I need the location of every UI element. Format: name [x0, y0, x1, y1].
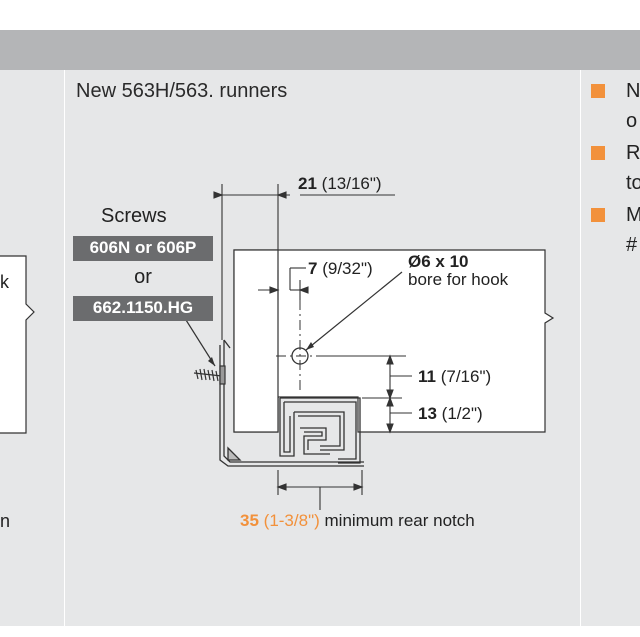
dimension-21: [213, 184, 395, 340]
rear-bracket: [219, 339, 364, 467]
dimension-imperial: (1-3/8"): [263, 511, 320, 530]
screws-label: Screws: [101, 205, 167, 227]
left-fragment-text: k: [0, 272, 9, 292]
bore-label: Ø6 x 10: [408, 252, 469, 271]
leader-line: [305, 271, 403, 351]
screw-option-2: 662.1150.HG: [92, 298, 194, 317]
dimension-13-label: 13 (1/2"): [418, 404, 483, 424]
column-divider: [64, 70, 65, 626]
dimension-13: [362, 396, 412, 434]
bullet-text: #: [626, 234, 638, 256]
dimension-7-label: 7 (9/32"): [308, 259, 373, 279]
arrow-head: [306, 342, 314, 350]
bullet-icon: [591, 146, 605, 160]
dimension-imperial: (1/2"): [441, 404, 483, 423]
left-panel-fragment: [0, 255, 35, 434]
dimension-21-label: 21 (13/16"): [298, 174, 382, 194]
dimension-description: minimum rear notch: [324, 511, 475, 530]
drawer-side-panel: [233, 249, 555, 433]
screw-icon: [193, 365, 226, 385]
screw-label-box: [73, 236, 213, 261]
bullet-text: M: [626, 204, 640, 226]
bore-sublabel: bore for hook: [408, 270, 509, 289]
leader-line: [185, 319, 216, 367]
table-header-band: [0, 30, 640, 70]
bottom-strip: [0, 626, 640, 637]
bullet-text: R: [626, 142, 640, 164]
screw-option-1: 606N or 606P: [89, 238, 197, 257]
bullet-icon: [591, 84, 605, 98]
dimension-35-label: 35 (1-3/8") minimum rear notch: [240, 511, 475, 531]
runner-profile: [279, 397, 361, 464]
dimension-value: 11: [418, 367, 436, 386]
column-divider: [580, 70, 581, 626]
bullet-text: to: [626, 172, 640, 194]
dimension-value: 21: [298, 174, 317, 193]
dimension-7: [258, 267, 309, 300]
right-column: [581, 70, 640, 626]
arrow-head: [208, 357, 215, 366]
dimension-imperial: (7/16"): [440, 367, 492, 386]
bullet-text: o: [626, 110, 638, 132]
bullet-icon: [591, 208, 605, 222]
dimension-value: 13: [418, 404, 437, 423]
dimension-35: [276, 470, 364, 510]
or-label: or: [134, 266, 152, 288]
dimension-11-label: 11 (7/16"): [418, 367, 491, 387]
column-title: New 563H/563. runners: [76, 80, 288, 102]
dimension-value: 35: [240, 511, 259, 530]
bullet-text: N: [626, 80, 640, 102]
dimension-imperial: (9/32"): [322, 259, 373, 278]
dimension-value: 7: [308, 259, 318, 278]
left-fragment-text: n: [0, 511, 11, 531]
top-strip: [0, 0, 640, 30]
dimension-imperial: (13/16"): [321, 174, 382, 193]
screw-label-box: [73, 296, 213, 321]
dimension-11: [320, 354, 412, 400]
